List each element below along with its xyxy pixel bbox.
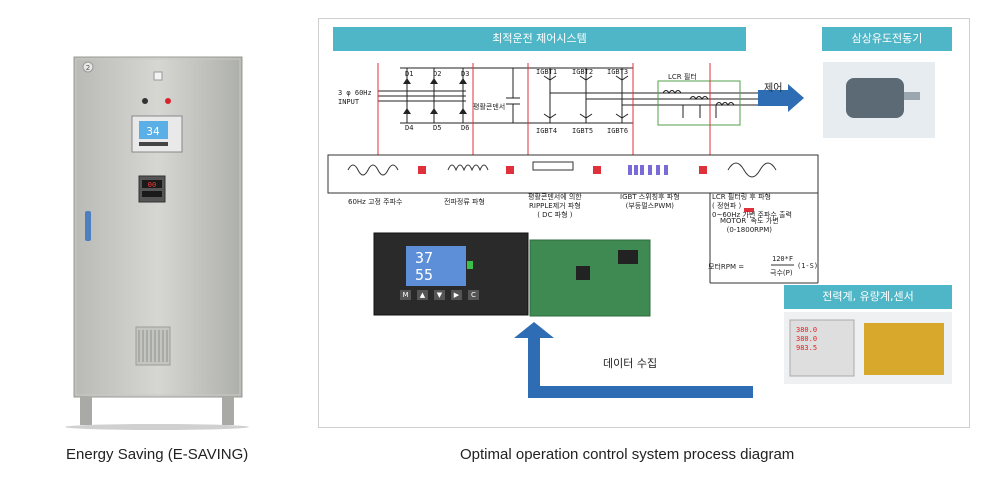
- meter-reading-3: 983.5: [796, 344, 818, 352]
- rpm-formula-numerator: 120*F: [772, 255, 794, 263]
- diode-d5: D5: [433, 124, 442, 132]
- controller-buttons: M ▲ ▼ ▶ C: [400, 290, 479, 300]
- cabinet-caption: Energy Saving (E-SAVING): [66, 446, 249, 463]
- meter-reading-1: 380.0: [796, 326, 818, 334]
- controller-button-m[interactable]: M: [400, 290, 411, 300]
- diode-d3: D3: [461, 70, 470, 78]
- cabinet-lcd-value: 34: [146, 125, 160, 138]
- circuit-diagram: [327, 62, 952, 398]
- diode-d2: D2: [433, 70, 442, 78]
- stage-label-1: 60Hz 고정 주파수: [348, 198, 403, 206]
- igbt3-label: IGBT3: [607, 68, 629, 76]
- controller-display-top: 37: [415, 249, 434, 267]
- controller-display-bottom: 55: [415, 266, 434, 284]
- stage-label-4: IGBT 스위칭후 파형 (부등펄스PWM): [620, 193, 680, 210]
- control-system-title: 최적운전 제어시스템: [333, 27, 746, 51]
- lcr-filter-label: LCR 필터: [668, 73, 697, 81]
- cabinet-meter-value: 00: [148, 181, 156, 189]
- stage-label-5: LCR 필터링 후 파형 ( 정현파 ) 0~60Hz 가변 주파수 출력: [712, 193, 792, 219]
- diode-d1: D1: [405, 70, 414, 78]
- controller-button-up[interactable]: ▲: [417, 290, 428, 300]
- igbt5-label: IGBT5: [572, 127, 594, 135]
- rpm-formula-left: 모터RPM =: [708, 263, 745, 271]
- sensor-title: 전력계, 유량계,센서: [784, 285, 952, 309]
- diagram-caption: Optimal operation control system process…: [460, 446, 795, 463]
- igbt4-label: IGBT4: [536, 127, 558, 135]
- controller-button-right[interactable]: ▶: [451, 290, 462, 300]
- igbt2-label: IGBT2: [572, 68, 594, 76]
- controller-button-down[interactable]: ▼: [434, 290, 445, 300]
- smoothing-cap-label: 평활콘덴서: [473, 103, 506, 111]
- control-arrow-label: 제어: [764, 83, 783, 94]
- diode-d6: D6: [461, 124, 470, 132]
- igbt6-label: IGBT6: [607, 127, 629, 135]
- rpm-formula-right: (1-S): [797, 262, 819, 270]
- cabinet-badge: 2: [86, 64, 90, 72]
- diode-d4: D4: [405, 124, 414, 132]
- meter-readings: 380.0 380.0 983.5: [796, 326, 817, 353]
- stage-label-3: 평활콘덴서에 의한 RIPPLE제거 파형 ( DC 파형 ): [528, 193, 582, 219]
- rpm-formula-denominator: 극수(P): [770, 269, 793, 277]
- motor-speed-label: MOTOR 속도 가변 (0-1800RPM): [720, 217, 779, 234]
- controller-button-c[interactable]: C: [468, 290, 479, 300]
- motor-title: 삼상유도전동기: [822, 27, 952, 51]
- data-collect-label: 데이터 수집: [603, 357, 658, 370]
- cabinet-image: 2 34 00: [60, 45, 260, 430]
- meter-reading-2: 380.0: [796, 335, 818, 343]
- input-label: 3 φ 60Hz INPUT: [338, 89, 372, 106]
- stage-label-2: 전파정류 파형: [444, 198, 485, 206]
- igbt1-label: IGBT1: [536, 68, 558, 76]
